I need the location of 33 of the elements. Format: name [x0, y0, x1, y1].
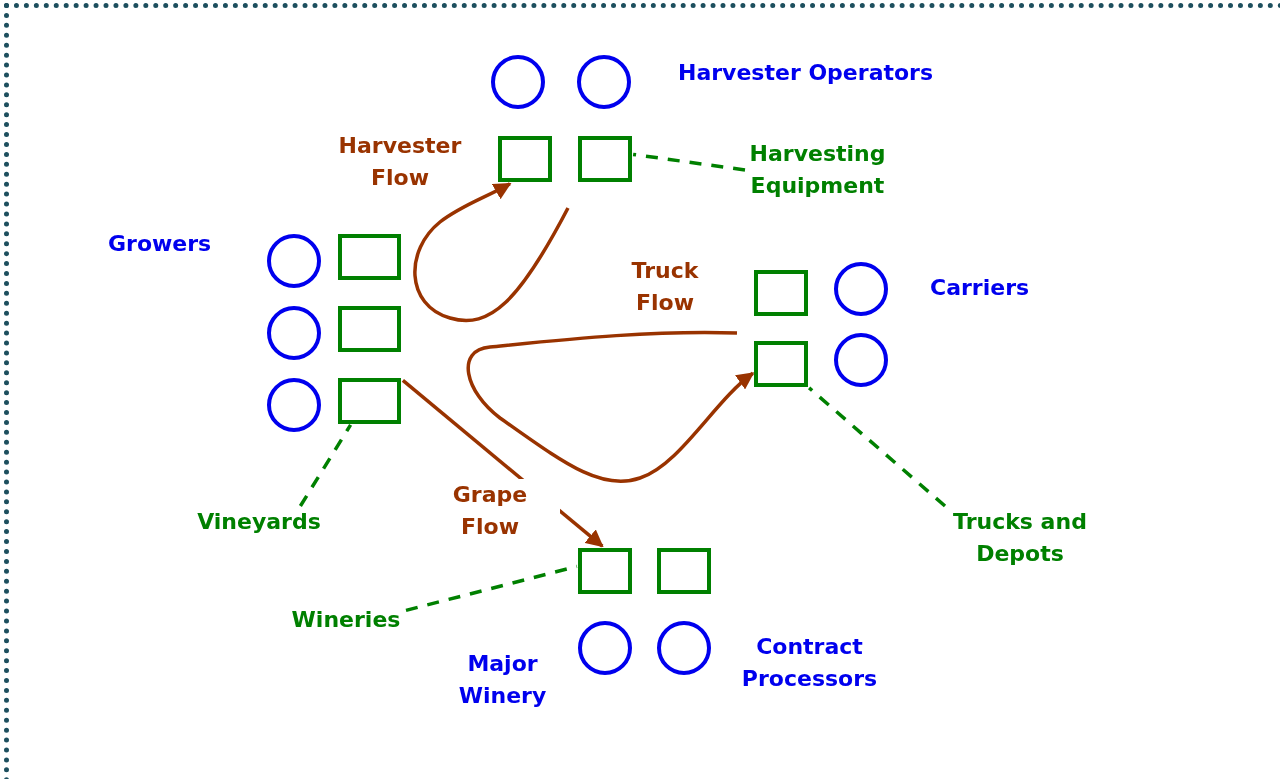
leader-line [298, 423, 353, 507]
callout-text: Vineyards [190, 506, 328, 538]
group-label: Harvester Operators [678, 59, 934, 87]
square-node [338, 234, 401, 280]
flow-arrow [413, 182, 570, 323]
square-node [754, 341, 808, 387]
group-label: Growers [108, 230, 212, 258]
circle-node [267, 378, 321, 432]
square-node [578, 136, 632, 182]
square-node [338, 378, 401, 424]
group-label: Contract Processors [740, 633, 879, 693]
square-node [498, 136, 552, 182]
square-node [578, 548, 632, 594]
leader-line [405, 564, 578, 613]
flow-arrow [466, 330, 755, 483]
circle-node [657, 621, 711, 675]
square-node [338, 306, 401, 352]
circle-node [267, 306, 321, 360]
callout-text: Wineries [286, 604, 406, 636]
leader-line [632, 152, 746, 172]
square-node [754, 270, 808, 316]
circle-node [577, 55, 631, 109]
square-node [657, 548, 711, 594]
circle-node [578, 621, 632, 675]
group-label: Major Winery [457, 650, 548, 710]
circle-node [267, 234, 321, 288]
circle-node [834, 333, 888, 387]
circle-node [834, 262, 888, 316]
leader-line [807, 386, 947, 508]
circle-node [491, 55, 545, 109]
callout-text: Trucks and Depots [945, 506, 1095, 570]
callout-text: Harvesting Equipment [745, 138, 890, 202]
group-label: Carriers [930, 274, 1030, 302]
